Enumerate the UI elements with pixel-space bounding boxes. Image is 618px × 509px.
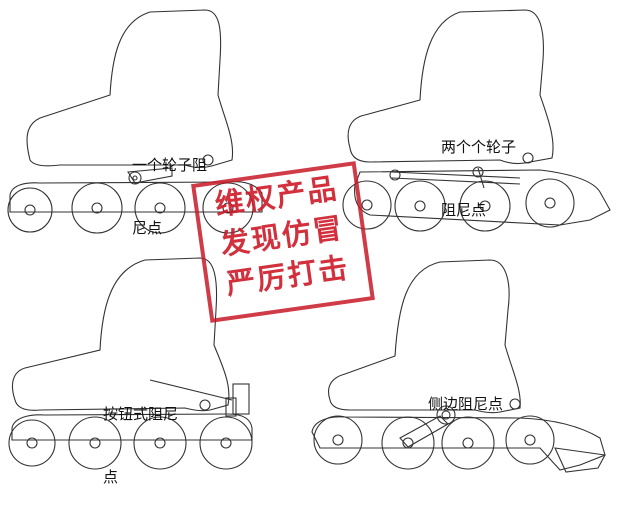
boot-outline [327, 259, 521, 414]
boot-outline [11, 257, 230, 412]
axle [479, 200, 491, 212]
wheel [525, 178, 575, 228]
anti-counterfeit-stamp: 维权产品 发现仿冒 严厉打击 [191, 161, 375, 323]
damping-button [232, 383, 250, 415]
wheel [7, 187, 53, 233]
damping-button-cap [225, 397, 237, 417]
damping-pin [477, 167, 485, 189]
label-bottom-left: 按钮式阻尼 点 [103, 362, 178, 509]
axle [220, 437, 232, 449]
wheel [199, 416, 253, 470]
damping-bar [391, 177, 521, 185]
label-top-right: 两个个轮子 阻尼点 [441, 95, 516, 242]
wheel [394, 180, 446, 232]
wheel [202, 182, 254, 234]
boot-outline [26, 9, 234, 169]
label-top-left: 一个轮子阻 尼点 [132, 113, 207, 260]
boot-rivet [202, 154, 214, 166]
axle [524, 434, 536, 446]
damping-point [472, 166, 484, 178]
skate-top-left [7, 9, 263, 234]
damping-point-inner [441, 410, 451, 420]
wheel [8, 419, 56, 467]
label-line: 两个个轮子 [441, 138, 517, 156]
frame-outline [9, 181, 263, 213]
label-line: 点 [103, 468, 119, 486]
damping-point-inner [132, 175, 138, 181]
wheel [505, 415, 555, 465]
boot-outline [347, 9, 554, 165]
skate-bottom-right [311, 259, 606, 473]
axle [91, 202, 103, 214]
wheel [313, 415, 363, 465]
wheel [381, 416, 435, 470]
wheel [68, 416, 122, 470]
axle [402, 437, 414, 449]
frame-outline [354, 169, 611, 226]
axle [332, 434, 344, 446]
label-leader [149, 379, 233, 401]
label-line: 一个轮子阻 [132, 156, 208, 174]
axle [462, 437, 474, 449]
wheel [441, 416, 495, 470]
axle [26, 437, 38, 449]
frame-outline [11, 413, 253, 441]
axle [544, 197, 556, 209]
label-line: 尼点 [132, 219, 163, 237]
axle [24, 204, 36, 216]
label-line: 按钮式阻尼 [103, 405, 179, 423]
skate-bottom-left [8, 257, 253, 470]
axle [154, 202, 166, 214]
wheel [134, 182, 186, 234]
label-line: 阻尼点 [441, 201, 487, 219]
wheel [342, 180, 392, 230]
axle [89, 437, 101, 449]
wheel [71, 182, 123, 234]
damping-bar [391, 171, 521, 179]
skate-top-right [342, 9, 611, 232]
axle [154, 437, 166, 449]
damping-lever [127, 167, 173, 184]
damping-point [389, 169, 401, 181]
axle [414, 200, 426, 212]
damping-point [436, 405, 456, 425]
boot-rivet [199, 399, 211, 411]
boot-rivet [509, 398, 521, 410]
wheel [459, 180, 511, 232]
label-line: 侧边阻尼点 [428, 395, 504, 413]
damping-point [128, 171, 142, 185]
label-bottom-right: 侧边阻尼点 [428, 352, 503, 436]
wheel [133, 416, 187, 470]
axle [361, 199, 373, 211]
boot-rivet [522, 152, 534, 164]
axle [222, 202, 234, 214]
heel-brake [554, 447, 606, 473]
